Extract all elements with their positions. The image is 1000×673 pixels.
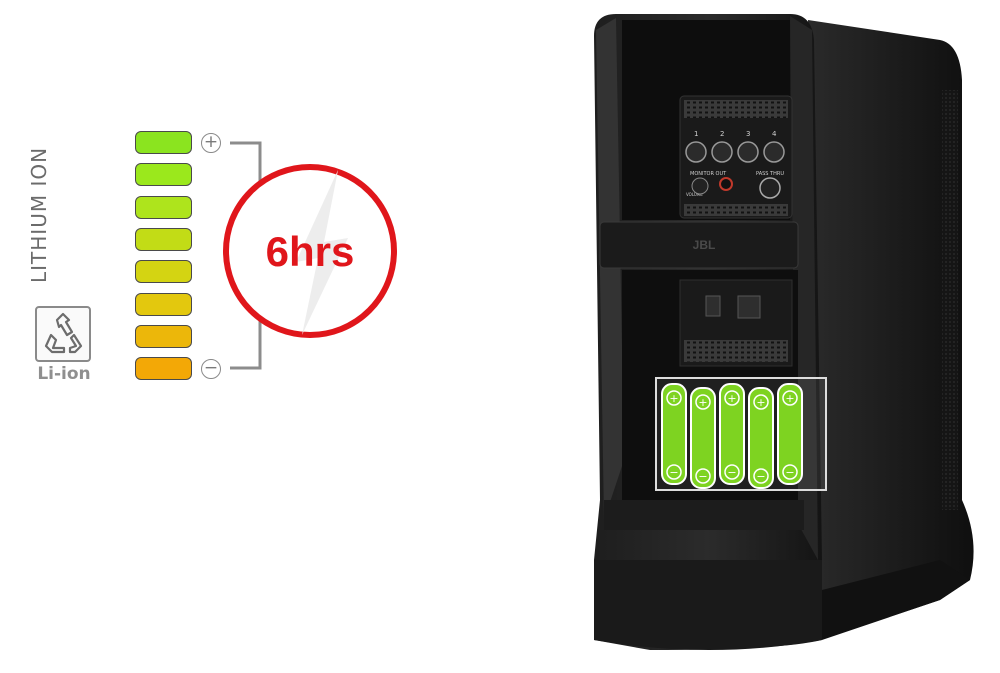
positive-terminal-icon: + [201,133,221,153]
cell-positive-icon [695,394,711,410]
cell-terminal-symbol: + [727,392,736,405]
cell-negative-icon [753,468,769,484]
runtime-label: 6hrs [266,228,355,275]
monitor-jack [719,177,733,191]
battery-level-cell [135,195,192,219]
cell-terminal-symbol: − [698,470,707,483]
channel-input-3 [737,141,759,163]
cell-terminal-symbol: − [756,470,765,483]
pillar-left [596,18,624,520]
cell-negative-icon [695,468,711,484]
cell-terminal-symbol: − [727,466,736,479]
runtime-badge: 6hrs [223,141,397,370]
monitor-knob [691,177,709,195]
cell-negative-icon [724,464,740,480]
speaker-battery-cell [748,387,774,489]
side-grille [942,90,958,510]
cell-positive-icon [666,390,682,406]
cell-positive-icon [782,390,798,406]
speaker-illustration: 1 2 3 4 MONITOR OUT PASS THRU VOLUME JBL… [594,14,974,650]
power-switch [705,295,721,317]
cell-terminal-symbol: + [698,396,707,409]
channel-label-4: 4 [772,130,777,138]
battery-level-cell [135,227,192,251]
channel-input-2 [711,141,733,163]
power-vents [684,340,788,362]
battery-cells: + − + − + − + − + − [661,383,803,489]
recycle-icon [44,312,83,354]
battery-level-cell [135,131,192,154]
cell-terminal-symbol: − [669,466,678,479]
channel-label-3: 3 [746,130,750,138]
battery-level-cell [135,357,192,381]
cell-positive-icon [753,394,769,410]
channel-input-4 [763,141,785,163]
channel-label-2: 2 [720,130,724,138]
speaker-base [594,560,822,650]
cell-negative-icon [782,464,798,480]
lightning-icon [296,170,348,335]
battery-level-cell [135,260,192,284]
battery-level-cell [135,324,192,348]
mixer-vent-strip [684,100,788,118]
cell-terminal-symbol: + [785,392,794,405]
bottom-tray [604,500,804,530]
channel-input-1 [685,141,707,163]
battery-level-cell [135,163,192,187]
base-foot [822,560,970,640]
volume-label: VOLUME [686,192,703,197]
cell-negative-icon [666,464,682,480]
speaker-battery-cell [777,383,803,485]
speaker-battery-cell [661,383,687,485]
brand-logo: JBL [693,238,716,252]
pass-thru-label: PASS THRU [756,171,784,177]
speaker-side [808,20,974,640]
pass-thru-jack [759,177,781,199]
channel-inputs [685,141,785,163]
lithium-ion-label: LITHIUM ION [27,146,51,283]
cell-terminal-symbol: + [756,396,765,409]
speaker-battery-cell [690,387,716,489]
mixer-vent-bottom [684,204,788,216]
li-ion-label: Li-ion [37,364,91,384]
cell-positive-icon [724,390,740,406]
monitor-out-label: MONITOR OUT [690,171,727,177]
cell-terminal-symbol: + [669,392,678,405]
negative-terminal-icon: − [201,359,221,379]
shelf-band [599,221,799,269]
cell-terminal-symbol: − [785,466,794,479]
speaker-battery-cell [719,383,745,485]
recycle-badge [35,306,91,362]
channel-label-1: 1 [694,130,698,138]
battery-level-cell [135,292,192,316]
power-inlet [737,295,761,319]
